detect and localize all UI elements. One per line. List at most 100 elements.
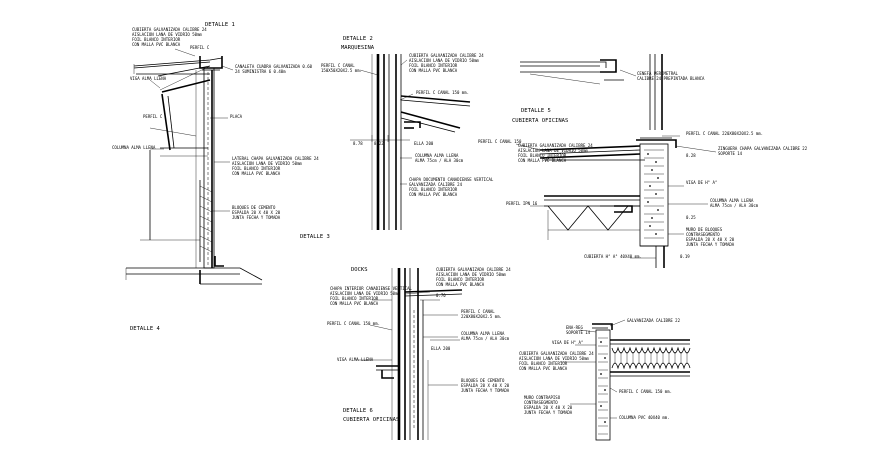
- detalle-2: DETALLE 2 MARQUESINA PERFIL C CANAL 150X…: [321, 36, 494, 230]
- detalle-5-perfil-top: PERFIL C CANAL 220X80X20X2.5 mm.: [686, 131, 763, 136]
- detalle-1-perfil-c2: PERFIL C: [143, 114, 163, 119]
- detalle-7-columna: COLUMNA PVC 40X40 mm.: [619, 415, 670, 420]
- detalle-2-cubierta-2: AISLACION LANA DE VIDRIO 50mm: [409, 58, 479, 63]
- detalle-5-zinguera-1: ZINGUERA CHAPA GALVANIZADA CALIBRE 22: [718, 146, 808, 151]
- detalle-1-block-hatch: [199, 185, 213, 253]
- detalle-7-block-hatch: [598, 337, 608, 435]
- detalle-7-cubierta-3: FOIL BLANCO INTERIOR: [519, 361, 568, 366]
- detalle-6-chapa-3: FOIL BLANCO INTERIOR: [330, 296, 379, 301]
- detalle-2-level-878: 8.78: [353, 141, 363, 146]
- detalle-2-ella: ELLA 200: [414, 141, 434, 146]
- detalle-1-viga: VIGA ALMA LLENA: [130, 76, 167, 81]
- detalle-6-cubierta-4: CON MALLA PVC BLANCA: [436, 282, 485, 287]
- detalle-1-canaleta-2: 24 SUMINISTRA 6 0.40m: [235, 69, 286, 74]
- detalle-1-bloques-3: JUNTA FECHA Y TOMADA: [232, 215, 281, 220]
- detalle-6-bloques-2: ESPALDA 20 X 40 X 20: [461, 383, 510, 388]
- detalle-5-cubierta-3: FOIL BLANCO INTERIOR: [518, 153, 567, 158]
- detalle-2-chapa-1: CHAPA DOCUMENTO CANADIENSE VERTICAL: [409, 177, 494, 182]
- detalle-5-cubierta-1: CUBIERTA GALVANIZADA CALIBRE 24: [518, 143, 593, 148]
- detalle-5-perfil-c-canal: PERFIL C CANAL 150: [478, 139, 522, 144]
- detalle-6-bloques-1: BLOQUES DE CEMENTO: [461, 378, 505, 383]
- detalle-7-corrugation: [611, 346, 691, 370]
- detalle-6-perfil-right-1: PERFIL C CANAL: [461, 309, 495, 314]
- detalle-5-columna-2: ALMA 75cm / ALA 30cm: [710, 203, 759, 208]
- detalle-1-note-2: AISLACION LANA DE VIDRIO 50mm: [132, 32, 202, 37]
- detalle-5-cubierta-bot: CUBIERTA H° A° 40X40 mm.: [584, 254, 642, 259]
- detalle-5-block-hatch: [644, 149, 664, 239]
- detalle-3-title: DETALLE 3: [300, 234, 330, 240]
- detalle-1-perfil-c: PERFIL C: [190, 45, 210, 50]
- detalle-6-viga: VIGA ALMA LLENA: [337, 357, 374, 362]
- detalle-1-note-3: FOIL BLANCO INTERIOR: [132, 37, 181, 42]
- detalle-2-perfil-1: PERFIL C CANAL: [321, 63, 355, 68]
- detalle-7-cubierta-1: CUBIERTA GALVANIZADA CALIBRE 24: [519, 351, 594, 356]
- detalle-7-dpe-2: SOPORTE 14: [566, 330, 591, 335]
- detalle-6-cubierta-2: AISLACION LANA DE VIDRIO 50mm: [436, 272, 506, 277]
- detalle-1: DETALLE 1 CUBIERTA GALVANIZADA CALIBRE 2…: [112, 22, 319, 285]
- detalle-1-bloques-1: BLOQUES DE CEMENTO: [232, 205, 276, 210]
- detalle-6-cubierta-3: FOIL BLANCO INTERIOR: [436, 277, 485, 282]
- detalle-5: DETALLE 5 CUBIERTA OFICINAS CENEFA PERIM…: [478, 54, 808, 268]
- detalle-5-viga: VIGA DE H° A°: [686, 180, 717, 185]
- detalle-2-columna-2: ALMA 75cm / ALA 30cm: [415, 158, 464, 163]
- detalle-5-level-1: 8.28: [686, 153, 696, 158]
- detalle-7-muro-3: ESPALDA 20 X 40 X 20: [524, 405, 573, 410]
- detalle-7-dpe-1: ENA-REG: [566, 325, 583, 330]
- detalle-6-perfil-left: PERFIL C CANAL 150 mm.: [327, 321, 380, 326]
- detalle-5-muro-1: MURO DE BLOQUES: [686, 227, 723, 232]
- detalle-5-zinguera-2: SOPORTE 14: [718, 151, 743, 156]
- detalle-6-chapa-4: CON MALLA PVC BLANCA: [330, 301, 379, 306]
- detalle-6-title: DETALLE 6: [343, 408, 373, 414]
- detalle-5-cubierta-2: AISLACION LANA DE VIDRIO 50mm: [518, 148, 588, 153]
- detalle-6-subtitle: CUBIERTA OFICINAS: [343, 417, 399, 423]
- detalle-2-cubierta-4: CON MALLA PVC BLANCA: [409, 68, 458, 73]
- detalle-7: GALVANIZADA CALIBRE 22 ENA-REG SOPORTE 1…: [519, 318, 691, 441]
- detalle-6-chapa-2: AISLACION LANA DE VIDRIO 50mm: [330, 291, 400, 296]
- detalle-5-subtitle: CUBIERTA OFICINAS: [512, 118, 568, 124]
- detalle-6-label-top: DOCKS: [351, 267, 368, 273]
- detalle-7-cubierta-4: CON MALLA PVC BLANCA: [519, 366, 568, 371]
- detalle-5-cenefa-2: CALIBRE 24 PREPINTADA BLANCA: [637, 76, 705, 81]
- detalle-2-perfil-2: 150X50X20X2.5 mm.: [321, 68, 362, 73]
- detalle-2-chapa-2: GALVANIZADA CALIBRE 24: [409, 182, 463, 187]
- detalle-5-cenefa-1: CENEFA PERIMETRAL: [637, 71, 679, 76]
- detalle-5-perfil-ipn: PERFIL IPN 16: [506, 201, 538, 206]
- detalle-1-note-1: CUBIERTA GALVANIZADA CALIBRE 24: [132, 27, 207, 32]
- detalle-7-muro-2: CONTRASEGMENTO: [524, 400, 558, 405]
- detalle-2-perfil-150: PERFIL C CANAL 150 mm.: [416, 90, 469, 95]
- detalle-4-title: DETALLE 4: [130, 326, 160, 332]
- detalle-1-lateral-2: AISLACION LANA DE VIDRIO 50mm: [232, 161, 302, 166]
- detalle-7-galvanizada: GALVANIZADA CALIBRE 22: [627, 318, 681, 323]
- detalle-7-muro-4: JUNTA FECHA Y TOMADA: [524, 410, 573, 415]
- detalle-2-title: DETALLE 2: [343, 36, 373, 42]
- detalle-1-placa: PLACA: [230, 114, 243, 119]
- detalle-6-chapa-1: CHAPA INTERIOR CANADIENSE VERTICAL: [330, 286, 412, 291]
- detalle-6-level-top: 0.70: [436, 293, 446, 298]
- detalle-5-level-3: 0.19: [680, 254, 690, 259]
- detalle-2-chapa-3: FOIL BLANCO INTERIOR: [409, 187, 458, 192]
- detalle-5-muro-3: ESPALDA 20 X 40 X 20: [686, 237, 735, 242]
- detalle-6-bloques-3: JUNTA FECHA Y TOMADA: [461, 388, 510, 393]
- detalle-1-canaleta-1: CANALETA CUADRA GALVANIZADA 0.60: [235, 64, 313, 69]
- detalle-5-muro-2: CONTRASEGMENTO: [686, 232, 720, 237]
- detalle-6-perfil-right-2: 220X80X20X2.5 mm.: [461, 314, 502, 319]
- detalle-6-columna-2: ALMA 75cm / ALA 30cm: [461, 336, 510, 341]
- detalle-1-columna: COLUMNA ALMA LLENA: [112, 145, 156, 150]
- detalle-7-perfil: PERFIL C CANAL 150 mm.: [619, 389, 672, 394]
- detalle-1-lateral-4: CON MALLA PVC BLANCA: [232, 171, 281, 176]
- detalle-5-title: DETALLE 5: [521, 108, 551, 114]
- detalle-2-cubierta-3: FOIL BLANCO INTERIOR: [409, 63, 458, 68]
- detalle-2-subtitle: MARQUESINA: [341, 45, 375, 51]
- detalle-5-level-2: 0.25: [686, 215, 696, 220]
- detalle-6-cubierta-1: CUBIERTA GALVANIZADA CALIBRE 24: [436, 267, 511, 272]
- detalle-5-muro-4: JUNTA FECHA Y TOMADA: [686, 242, 735, 247]
- detalle-7-cubierta-2: AISLACION LANA DE VIDRIO 50mm: [519, 356, 589, 361]
- detalle-1-lateral-1: LATERAL CHAPA GALVANIZADA CALIBRE 24: [232, 156, 319, 161]
- detalle-1-note-4: CON MALLA PVC BLANCA: [132, 42, 181, 47]
- detalle-1-lateral-3: FOIL BLANCO INTERIOR: [232, 166, 281, 171]
- detalle-6-ella: ELLA 200: [431, 346, 451, 351]
- detalle-7-muro-1: MURO CONTRAPISO: [524, 395, 561, 400]
- detalle-2-cubierta-1: CUBIERTA GALVANIZADA CALIBRE 24: [409, 53, 484, 58]
- detalle-7-viga: VIGA DE H° A°: [552, 340, 583, 345]
